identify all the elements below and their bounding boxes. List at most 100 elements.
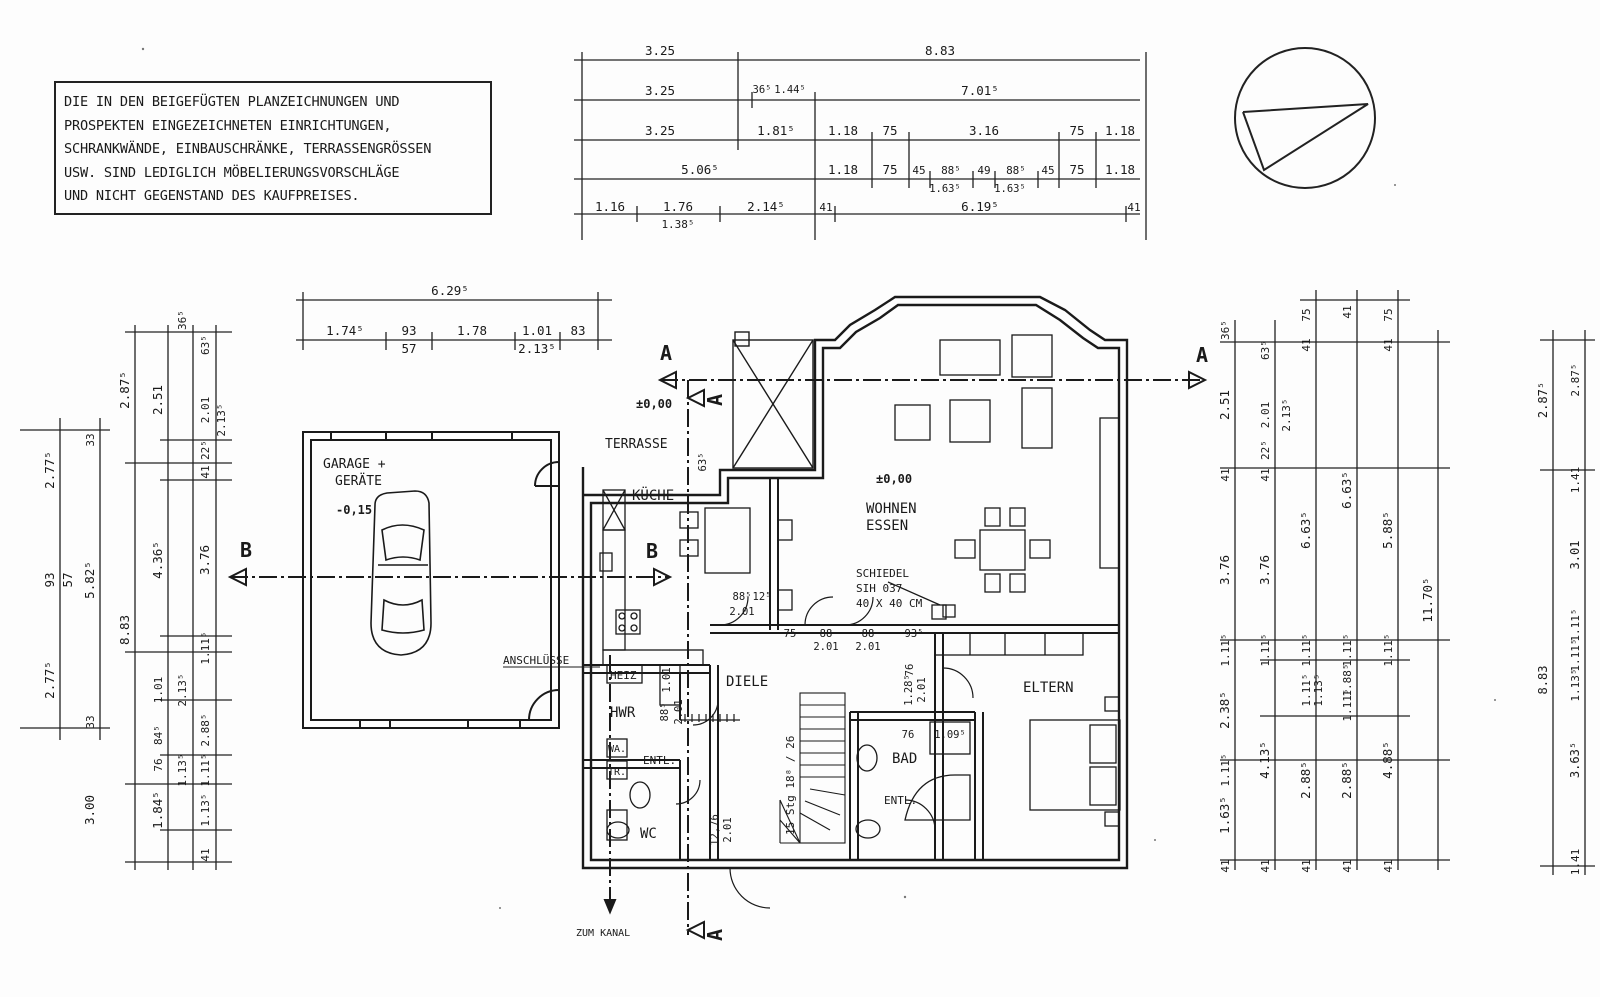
dim-label: 45 [1041, 164, 1054, 177]
dim-label: 75 [1069, 123, 1084, 138]
interior-dimension-labels: 88⁵ 12⁵ 2.01 75 88 2.01 88 2.01 93⁵ 88⁵ … [659, 453, 966, 846]
dim-label: 22⁵ [1259, 440, 1272, 460]
dim-label: 45 [912, 164, 925, 177]
garage-walls [302, 431, 560, 729]
left-dimension-labels: 2.77⁵ 93 57 5.82⁵ 2.77⁵ 2.87⁵ 8.83 3.00 … [42, 310, 228, 862]
room-label-entl: ENTL. [884, 794, 917, 807]
dim-label: 2.01 [729, 606, 754, 618]
dim-label: 2.01 [813, 641, 838, 653]
far-right-dimension-labels: 2.87⁵ 2.87⁵ 1.41 3.01 1.11⁵ 8.83 1.11⁵ 1… [1536, 363, 1582, 875]
dim-label: 76 [904, 664, 916, 677]
dim-label: 1.74⁵ [326, 323, 364, 338]
dim-label: 1.16 [595, 199, 625, 214]
dim-label: 57 [60, 572, 75, 587]
dim-label: 1.01 [152, 677, 165, 704]
level-marker: ±0,00 [636, 397, 672, 411]
room-label-garage: GARAGE + [323, 457, 386, 472]
wardrobe [934, 632, 1084, 656]
interior-walls [583, 478, 1119, 860]
disclaimer-line: PROSPEKTEN EINGEZEICHNETEN EINRICHTUNGEN… [64, 117, 392, 134]
dim-label: 2.88⁵ [1298, 761, 1313, 799]
dim-label: 41 [1341, 305, 1354, 318]
dim-label: 1.44⁵ [774, 84, 806, 96]
dim-label: 75 [1300, 308, 1313, 321]
dim-label: 63⁵ [697, 453, 709, 472]
dim-label: 1.01 [661, 667, 673, 692]
dim-label: 8.83 [925, 43, 955, 58]
chimney-label: SCHIEDEL [856, 567, 909, 580]
dim-label: 41 [819, 201, 832, 214]
dim-label: 22⁵ [199, 440, 212, 460]
section-label-a: A [703, 929, 727, 941]
dim-label: 1.11⁵ [1341, 633, 1354, 666]
dim-label: 75 [1382, 308, 1395, 321]
dim-label: 57 [401, 341, 416, 356]
dim-label: 3.00 [82, 795, 97, 825]
car-icon [370, 490, 432, 656]
dim-label: 6.63⁵ [1298, 511, 1313, 549]
garage-dimension-labels: 6.29⁵ 1.74⁵ 93 57 1.78 1.01 2.13⁵ 83 [326, 283, 585, 356]
dim-label: 2.87⁵ [1569, 363, 1582, 396]
dim-label: 1.11⁵ [1300, 633, 1313, 666]
dim-label: 41 [1219, 859, 1232, 872]
dim-label: 41 [199, 465, 212, 478]
dim-label: 49 [977, 164, 990, 177]
dim-label: 2.51 [1217, 390, 1232, 420]
dim-label: 88⁵ [659, 703, 671, 722]
dim-label: 2.01 [855, 641, 880, 653]
dim-label: 3.25 [645, 43, 675, 58]
dim-label: 1.18 [1105, 162, 1135, 177]
section-label-a: A [660, 341, 672, 365]
dim-label: 2.14⁵ [747, 199, 785, 214]
dim-label: 33 [84, 715, 97, 728]
dim-label: 1.76 [663, 199, 693, 214]
dim-label: 36⁵ [176, 310, 189, 330]
section-label-b: B [240, 538, 252, 562]
dim-label: 5.88⁵ [1380, 511, 1395, 549]
room-label-terrasse: TERRASSE [605, 437, 668, 452]
dim-label: 41 [199, 848, 212, 861]
radiator [680, 714, 740, 722]
dim-label: 41 [1219, 468, 1232, 481]
dim-label: 88⁵ [733, 591, 752, 603]
dim-label: 2.51 [150, 385, 165, 415]
dim-label: 83 [570, 323, 585, 338]
dim-label: 2.88⁵ [1339, 761, 1354, 799]
room-label-wa: WA. [608, 744, 626, 755]
dim-label: 2.01 [673, 699, 685, 724]
dim-label: 2.77⁵ [42, 451, 57, 489]
chimney-label: SIH 037 [856, 582, 902, 595]
dim-label: 76 [152, 758, 165, 771]
dim-label: 1.78 [457, 323, 487, 338]
dim-label: 1.11⁵ [1569, 608, 1582, 641]
dim-label: 3.76 [1257, 555, 1272, 585]
room-label-tr: TR. [608, 767, 626, 778]
dim-label: 1.38⁵ [661, 218, 694, 231]
room-label-entl: ENTL. [643, 754, 676, 767]
dim-label: 2.13⁵ [1280, 398, 1293, 431]
room-label-essen: ESSEN [866, 518, 908, 534]
door-swings [675, 596, 974, 909]
dim-label: 2.38⁵ [1217, 691, 1232, 729]
dim-label: 63⁵ [199, 335, 212, 355]
dim-label: 3.16 [969, 123, 999, 138]
dim-label: 41 [1300, 338, 1313, 351]
scan-specks [141, 47, 1496, 909]
dim-label: 1.18 [828, 123, 858, 138]
dim-label: 5.06⁵ [681, 162, 719, 177]
dim-label: 1.11⁵ [1341, 688, 1354, 721]
dim-label: 1.11⁵ [1382, 633, 1395, 666]
room-label-kueche: KÜCHE [632, 486, 674, 504]
disclaimer-line: DIE IN DEN BEIGEFÜGTEN PLANZEICHNUNGEN U… [64, 94, 400, 110]
dim-label: 3.63⁵ [1568, 742, 1582, 778]
dim-label: 12⁵ [753, 591, 772, 603]
room-label-garage-line2: GERÄTE [335, 473, 382, 489]
dim-label: 3.25 [645, 123, 675, 138]
dim-label: 2.77⁵ [42, 661, 57, 699]
dim-label: 1.84⁵ [150, 791, 165, 829]
dim-label: 93⁵ [905, 628, 924, 640]
garage-labels: GARAGE + GERÄTE -0,15 [323, 457, 386, 517]
disclaimer-line: SCHRANKWÄNDE, EINBAUSCHRÄNKE, TERRASSENG… [64, 141, 432, 157]
dim-label: 2.13⁵ [176, 673, 189, 706]
